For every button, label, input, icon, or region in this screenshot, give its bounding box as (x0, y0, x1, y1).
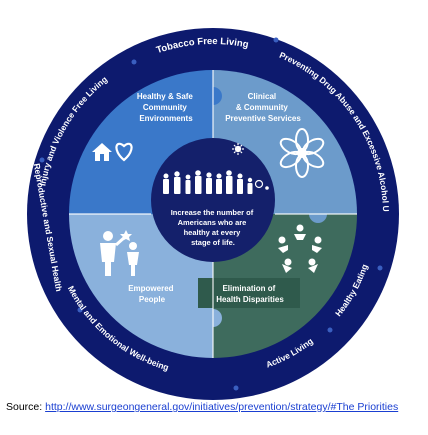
quadrant-label-bottom-right: Elimination of Health Disparities (216, 284, 284, 304)
quadrant-label-bottom-left: Empowered People (128, 284, 176, 304)
quadrant-label-top-left: Healthy & Safe Community Environments (137, 92, 195, 123)
center-mission-text: Increase the number of Americans who are… (171, 208, 256, 247)
center-circle (151, 138, 275, 262)
family-icon (163, 170, 269, 194)
house-heart-icon (92, 142, 133, 162)
people-circle-icon (278, 224, 322, 273)
flower-icon (279, 128, 325, 178)
quadrant-dividers (69, 70, 357, 358)
bottom-right-text-panel (198, 278, 300, 308)
sun-icon (232, 143, 244, 155)
source-citation: Source: http://www.surgeongeneral.gov/in… (6, 401, 426, 413)
source-link[interactable]: http://www.surgeongeneral.gov/initiative… (45, 401, 399, 413)
source-label: Source: (6, 401, 43, 413)
quadrant-label-top-right: Clinical & Community Preventive Services (225, 92, 301, 123)
parent-child-icon (100, 230, 139, 276)
ring-separators (39, 37, 383, 391)
